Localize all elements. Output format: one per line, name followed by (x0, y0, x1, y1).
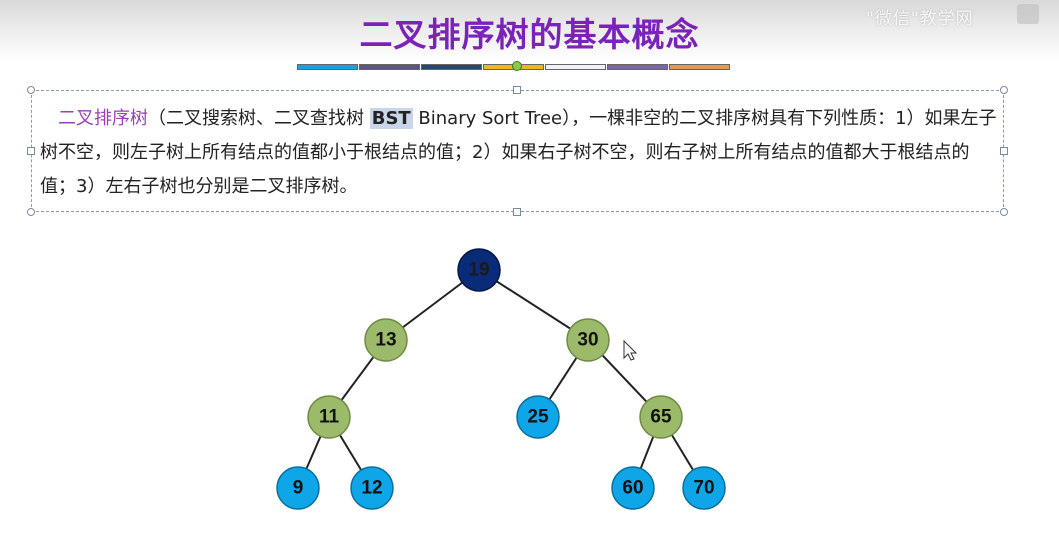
resize-handle-top-left[interactable] (27, 86, 35, 94)
color-bar-segment (359, 64, 420, 70)
tree-node-circle (307, 395, 351, 439)
tree-node-60: 60 (611, 466, 655, 510)
color-bar-segment (607, 64, 668, 70)
resize-handle-top[interactable] (513, 86, 521, 94)
tree-node-circle (516, 395, 560, 439)
resize-handle-bottom-right[interactable] (1000, 208, 1008, 216)
slide-title: 二叉排序树的基本概念 (359, 15, 700, 54)
definition-text[interactable]: 二叉排序树（二叉搜索树、二叉查找树 BST Binary Sort Tree），… (40, 102, 1005, 204)
tree-node-30: 30 (566, 318, 610, 362)
tree-node-circle (611, 466, 655, 510)
tree-node-label: 13 (375, 330, 396, 351)
tree-node-25: 25 (516, 395, 560, 439)
mouse-cursor-icon (623, 339, 638, 361)
tree-node-label: 30 (577, 330, 598, 351)
tree-node-label: 70 (693, 478, 714, 499)
resize-handle-top-right[interactable] (1000, 86, 1008, 94)
tree-node-label: 19 (468, 260, 489, 281)
title-banner (0, 0, 1059, 62)
tree-node-9: 9 (276, 466, 320, 510)
tree-node-12: 12 (350, 466, 394, 510)
color-bar-segment (545, 64, 606, 70)
tree-node-label: 11 (319, 407, 340, 428)
resize-handle-left[interactable] (27, 147, 35, 155)
tree-node-label: 12 (361, 478, 382, 499)
tree-node-label: 25 (527, 407, 549, 428)
tree-node-circle (364, 318, 408, 362)
tree-node-circle (276, 466, 320, 510)
resize-handle-bottom[interactable] (513, 208, 521, 216)
tree-node-13: 13 (364, 318, 408, 362)
tree-node-label: 60 (622, 478, 643, 499)
tree-edges (297, 269, 705, 489)
color-bar-segment (297, 64, 358, 70)
color-bar-segment (421, 64, 482, 70)
definition-english-name: Binary Sort Tree (412, 108, 563, 129)
tree-node-circle (566, 318, 610, 362)
resize-handle-bottom-left[interactable] (27, 208, 35, 216)
tree-node-label: 9 (293, 478, 304, 499)
tree-node-circle (350, 466, 394, 510)
tree-node-19: 19 (457, 248, 501, 292)
definition-aliases: （二叉搜索树、二叉查找树 (148, 108, 370, 129)
watermark-text: "微信"教学网 (866, 9, 974, 29)
tree-node-label: 65 (650, 407, 672, 428)
tree-node-70: 70 (682, 466, 726, 510)
resize-handle-right[interactable] (1000, 147, 1008, 155)
tree-node-65: 65 (639, 395, 683, 439)
tree-node-11: 11 (307, 395, 351, 439)
bst-highlight: BST (369, 108, 413, 129)
definition-intro: ），一棵非空的二叉排序树具有下列性质： (562, 108, 896, 129)
definition-term: 二叉排序树 (58, 108, 148, 129)
tree-node-circle (682, 466, 726, 510)
rotation-handle[interactable] (512, 61, 522, 71)
tree-node-circle (457, 248, 501, 292)
watermark-logo-icon (1017, 4, 1039, 24)
tree-node-circle (639, 395, 683, 439)
color-bar-segment (669, 64, 730, 70)
definition-properties: 1）如果左子树不空，则左子树上所有结点的值都小于根结点的值；2）如果右子树不空，… (40, 108, 997, 197)
tree-nodes: 19 13 30 11 25 65 9 12 60 70 (276, 248, 726, 510)
